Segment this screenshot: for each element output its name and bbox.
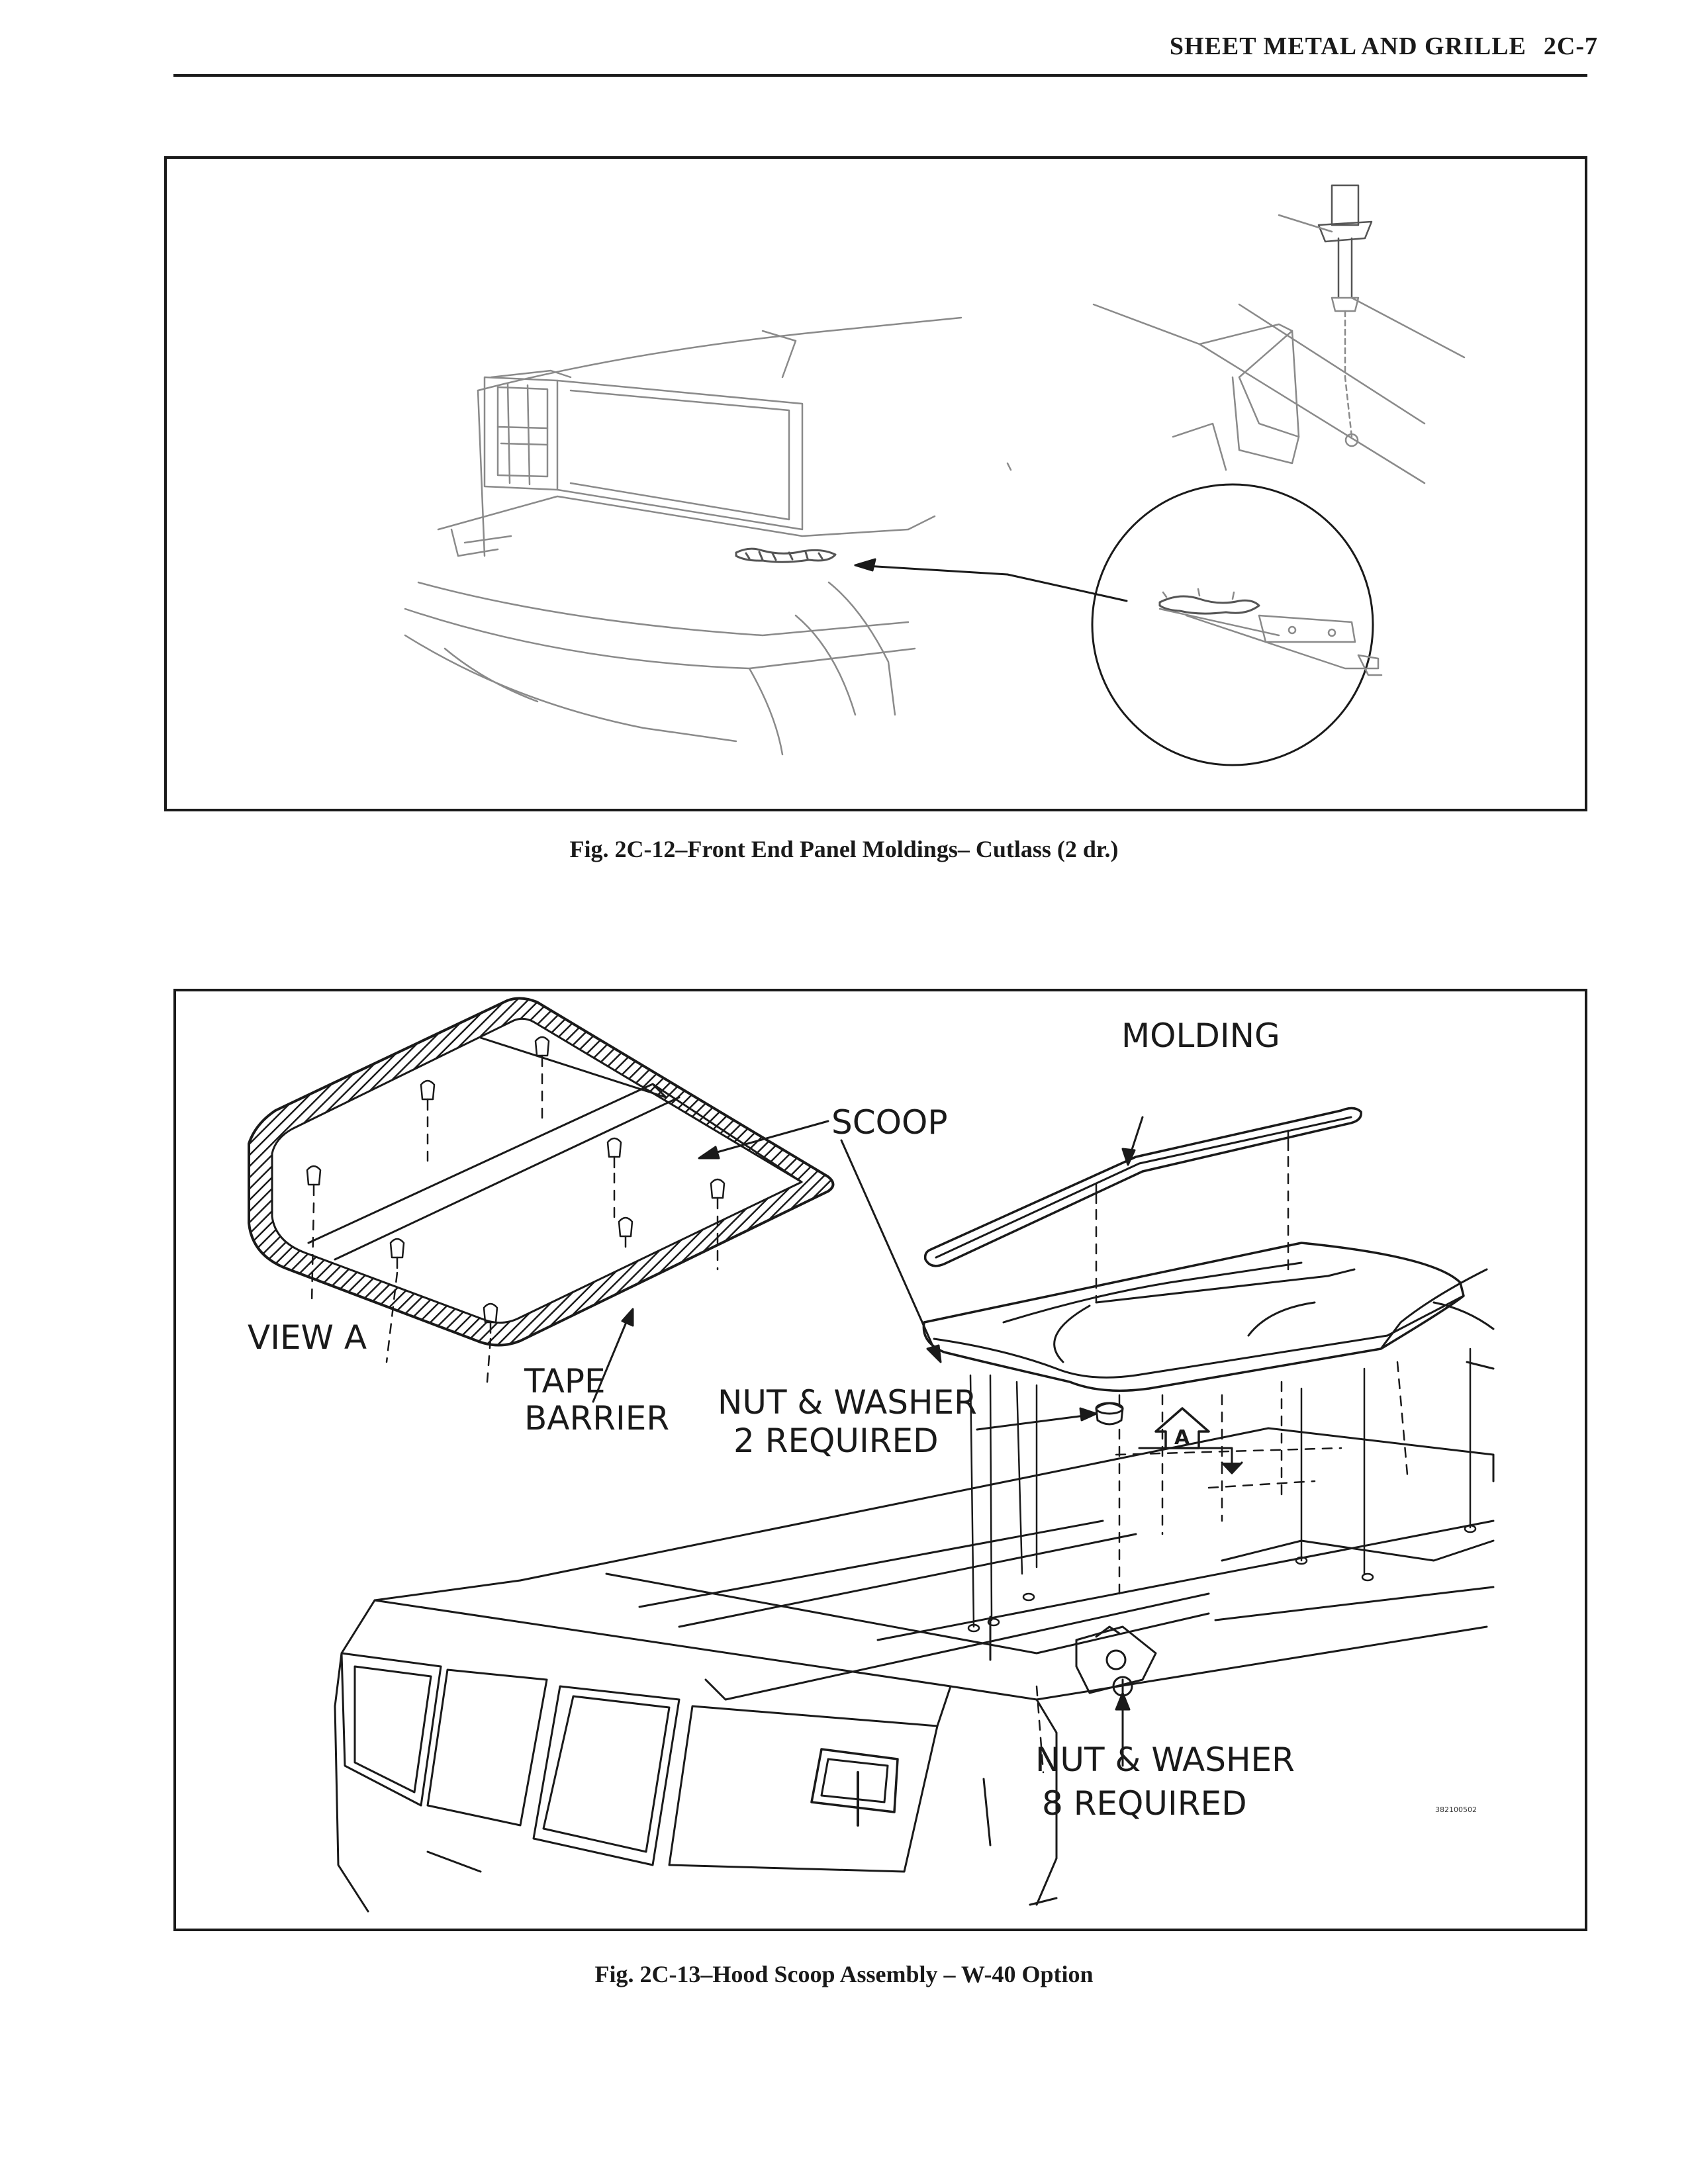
view-a-dashed-lines [310,1073,719,1383]
label-required-top: 2 REQUIRED [733,1422,939,1460]
emblem-molding [735,547,837,563]
label-tape: TAPE [524,1362,606,1400]
detail-circle [1091,483,1383,766]
clip-detail-sketch [1092,184,1466,484]
view-a-underside [248,997,835,1347]
figure-2c-13-frame: MOLDING SCOOP VIEW A TAPE BARRIER NUT & … [173,989,1587,1931]
label-nut-washer-top: NUT & WASHER [718,1383,977,1422]
label-molding: MOLDING [1121,1017,1280,1055]
running-head: SHEET METAL AND GRILLE 2C-7 [1170,32,1598,61]
label-scoop: SCOOP [831,1103,948,1142]
label-view-a: VIEW A [248,1318,367,1357]
nut-washer-top-part [976,1402,1124,1431]
label-required-bottom: 8 REQUIRED [1042,1784,1247,1823]
view-a-studs [306,1036,726,1334]
hood-studs [967,1347,1477,1633]
view-a-marker [1138,1407,1243,1475]
figure-2c-13-caption: Fig. 2C-13–Hood Scoop Assembly – W-40 Op… [594,1961,1094,1987]
hood-scoop-illustration: MOLDING SCOOP VIEW A TAPE BARRIER NUT & … [248,997,1495,1913]
label-nut-washer-bottom: NUT & WASHER [1035,1741,1295,1779]
molding-part [923,1107,1362,1267]
nut-washer-bottom-part [989,1615,1157,1774]
label-barrier: BARRIER [524,1399,669,1437]
hood-body [334,1268,1495,1913]
hood-dashed-lines [1115,1361,1409,1595]
page-number: 2C-7 [1543,32,1598,60]
front-end-panel-illustration [404,184,1466,766]
label-view-marker: A [1174,1426,1190,1449]
section-title: SHEET METAL AND GRILLE [1169,32,1526,60]
figure-2c-12-frame [164,156,1587,811]
scoop-part [922,1242,1465,1392]
figure-2c-12-caption: Fig. 2C-12–Front End Panel Moldings– Cut… [569,836,1119,862]
drawing-number: 382100502 [1435,1805,1477,1814]
detail-leader-arrow [854,558,1128,602]
car-front-sketch [404,316,1012,756]
header-rule [173,74,1587,77]
